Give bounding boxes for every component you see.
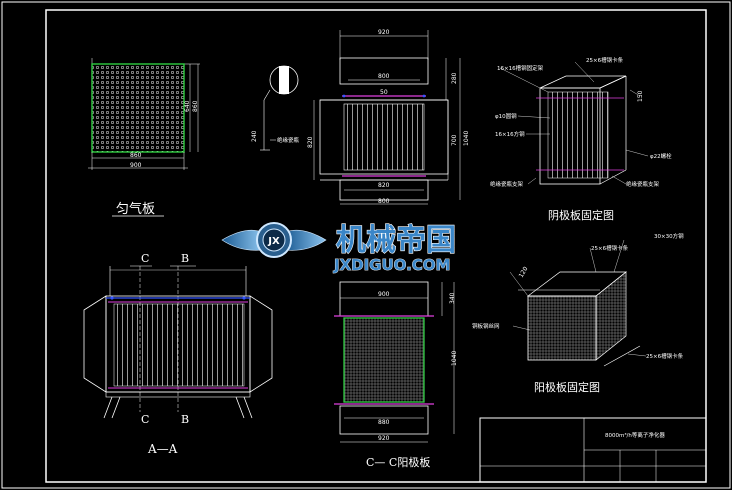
note-insulator: 绝缘瓷瓶 [277, 136, 300, 144]
note-n5: φ22螺栓 [650, 152, 672, 160]
dim-front-left: 820 [307, 136, 314, 148]
section-aa-view: C B C B [83, 252, 273, 426]
dim-front-inner: 800 [378, 73, 390, 80]
dim-plate-w: 900 [130, 162, 142, 169]
mark-c-top: C [141, 252, 149, 265]
title-block: 8000m³/h等离子净化器 [479, 417, 707, 483]
note-n7: 绝缘瓷瓶支架 [626, 180, 660, 188]
note-n11: 25×6槽钢卡条 [646, 352, 684, 360]
cathode-fix-view: 16×16槽钢固定架 25×6槽钢卡条 φ10圆钢 16×16方钢 φ22螺栓 … [490, 56, 672, 188]
anode-fix-view: 120 30×30方钢 25×6槽钢卡条 铜板钢丝网 25×6槽钢卡条 [472, 232, 684, 367]
dim-cc-150: 150 [637, 90, 644, 102]
caption-air-plate: 匀气板 [116, 201, 155, 217]
title-block-title: 8000m³/h等离子净化器 [605, 431, 665, 439]
dim-cc-right1: 340 [449, 292, 456, 304]
note-n6: 绝缘瓷瓶支架 [490, 180, 524, 188]
dim-plate-h1: 640 [184, 100, 191, 112]
dim-front-right2: 700 [451, 134, 458, 146]
note-n4: 16×16方钢 [495, 130, 525, 138]
caption-section-cc: C— C阳极板 [366, 455, 430, 469]
dim-front-base: 800 [378, 198, 390, 205]
dim-plate-h2: 860 [192, 100, 199, 112]
logo-domain: JXDIGUO.COM [333, 256, 450, 274]
note-n8: 30×30方钢 [654, 232, 684, 240]
dim-front-bottom: 820 [378, 182, 390, 189]
dim-cc-top: 900 [378, 291, 390, 298]
note-n1: 16×16槽钢固定架 [497, 64, 544, 72]
mark-c-bottom: C [141, 413, 149, 426]
jxdiguo-logo: JX 机械帝国 JXDIGUO.COM [221, 222, 457, 274]
note-n2: 25×6槽钢卡条 [586, 56, 624, 64]
dim-cc-bottom2: 920 [378, 435, 390, 442]
mark-b-top: B [181, 252, 189, 265]
logo-name: 机械帝国 [336, 223, 456, 258]
insulator-detail: 240 绝缘瓷瓶 [251, 65, 300, 151]
caption-anode: 阳极板固定图 [534, 380, 600, 394]
section-cc-view: 900 880 920 340 1040 [334, 281, 458, 443]
note-n3: φ10圆钢 [495, 112, 517, 120]
note-n9: 25×6槽钢卡条 [591, 244, 629, 252]
dim-front-right1: 280 [451, 72, 458, 84]
inner-border [45, 9, 707, 483]
dim-240: 240 [251, 130, 258, 142]
dim-front-right3: 1040 [463, 131, 470, 146]
note-n10: 铜板钢丝网 [472, 322, 500, 330]
caption-cathode: 阴极板固定图 [548, 208, 614, 222]
dim-cc-120: 120 [518, 265, 530, 279]
air-plate-view: 640 860 860 900 [88, 58, 200, 170]
dim-plate-inner: 860 [130, 152, 142, 159]
dim-cc-bottom1: 880 [378, 419, 390, 426]
front-view: 920 800 50 820 800 820 280 700 1040 [307, 29, 470, 205]
dim-front-50: 50 [380, 89, 388, 96]
caption-section-aa: A—A [147, 442, 178, 456]
dim-cc-right2: 1040 [451, 351, 458, 366]
dim-front-top: 920 [378, 29, 390, 36]
mark-b-bottom: B [181, 413, 189, 426]
logo-emblem: JX [267, 236, 280, 247]
